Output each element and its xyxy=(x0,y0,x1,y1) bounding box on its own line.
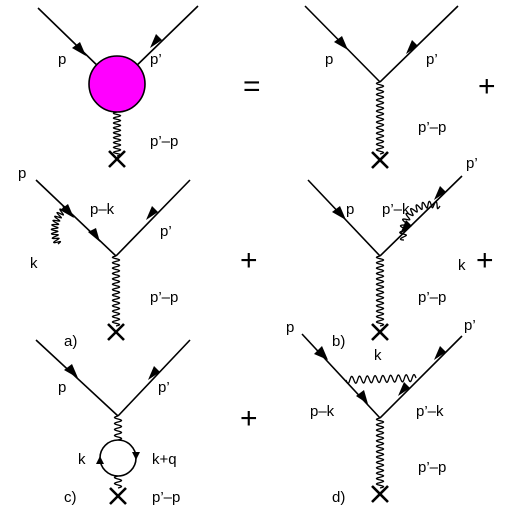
photon-line-lower xyxy=(113,475,123,489)
label-p-prime-minus-k: p’–k xyxy=(382,201,410,218)
label-p: p xyxy=(325,51,333,68)
outgoing-electron-line xyxy=(379,5,459,83)
label-p-prime-minus-k: p’–k xyxy=(416,403,444,420)
incoming-arrow-p xyxy=(314,346,328,360)
photon-line xyxy=(375,417,385,489)
incoming-electron-line xyxy=(301,333,381,419)
exchanged-photon xyxy=(345,373,417,385)
external-field-cross xyxy=(108,150,126,168)
label-p: p xyxy=(58,379,66,396)
equals-sign: = xyxy=(243,70,261,103)
label-p: p xyxy=(286,319,294,336)
outgoing-arrow xyxy=(148,366,160,380)
outgoing-electron-line xyxy=(117,339,191,417)
outgoing-electron-line xyxy=(129,5,199,73)
outgoing-electron-line xyxy=(379,175,463,257)
diagram-a: p p–k k p’ p’–p a) xyxy=(18,165,191,350)
label-p-prime: p’ xyxy=(160,223,172,240)
outgoing-electron-line xyxy=(115,179,191,257)
loop-arrow-right xyxy=(132,452,140,460)
photon-line-upper xyxy=(113,415,123,441)
panel-label-b: b) xyxy=(332,333,345,350)
incoming-arrow xyxy=(64,364,78,378)
plus-sign: + xyxy=(476,244,494,277)
fermion-loop xyxy=(99,439,137,477)
label-k: k xyxy=(374,347,382,364)
outgoing-arrow-p-prime xyxy=(434,186,446,200)
photon-line xyxy=(112,111,122,157)
full-vertex-diagram: p p’ p’–p xyxy=(37,5,199,168)
loop-arrow-left xyxy=(96,456,104,464)
tree-vertex-diagram: p p’ p’–p xyxy=(304,5,459,169)
photon-line xyxy=(375,255,385,327)
self-energy-photon xyxy=(399,200,441,241)
label-momentum-transfer: p’–p xyxy=(152,489,180,506)
external-field-cross xyxy=(109,487,127,505)
incoming-electron-line xyxy=(37,7,105,73)
outgoing-arrow-p-prime xyxy=(434,346,446,360)
label-momentum-transfer: p’–p xyxy=(150,133,178,150)
label-p-prime: p’ xyxy=(426,51,438,68)
incoming-arrow-p xyxy=(60,204,74,218)
label-k: k xyxy=(78,451,86,468)
label-p: p xyxy=(58,51,66,68)
external-field-cross xyxy=(371,323,389,341)
inner-arrow-p-minus-k xyxy=(88,228,100,242)
vertex-blob xyxy=(88,55,146,113)
label-p-minus-k: p–k xyxy=(90,201,115,218)
self-energy-photon xyxy=(50,205,67,245)
outgoing-arrow xyxy=(150,34,162,48)
label-p-prime: p’ xyxy=(466,155,478,172)
external-field-cross xyxy=(371,485,389,503)
label-k-plus-q: k+q xyxy=(152,451,177,468)
label-k: k xyxy=(458,257,466,274)
label-momentum-transfer: p’–p xyxy=(418,289,446,306)
incoming-arrow xyxy=(332,206,346,220)
label-p: p xyxy=(18,165,26,182)
plus-sign: + xyxy=(478,70,496,103)
outgoing-electron-line xyxy=(379,335,463,419)
incoming-electron-line xyxy=(35,179,117,257)
outgoing-arrow xyxy=(146,206,158,220)
photon-line xyxy=(111,255,121,327)
panel-label-d: d) xyxy=(332,489,345,506)
label-p-minus-k: p–k xyxy=(310,403,335,420)
photon-line xyxy=(375,81,385,155)
label-k: k xyxy=(30,255,38,272)
label-p-prime: p’ xyxy=(464,317,476,334)
external-field-cross xyxy=(107,323,125,341)
plus-sign: + xyxy=(240,402,258,435)
outgoing-arrow xyxy=(406,40,418,54)
inner-arrow-p-minus-k xyxy=(356,390,368,404)
plus-sign: + xyxy=(240,244,258,277)
incoming-arrow xyxy=(334,36,348,50)
diagram-d: p k p’ p–k p’–k p’–p d) xyxy=(286,317,476,506)
panel-label-c: c) xyxy=(64,489,77,506)
label-p-prime: p’ xyxy=(158,379,170,396)
incoming-arrow xyxy=(72,42,86,56)
diagram-b: p p’–k p’ k p’–p b) xyxy=(307,155,478,350)
label-momentum-transfer: p’–p xyxy=(418,119,446,136)
label-p: p xyxy=(346,201,354,218)
label-momentum-transfer: p’–p xyxy=(418,459,446,476)
panel-label-a: a) xyxy=(64,333,77,350)
inner-arrow-p-prime-minus-k xyxy=(398,382,410,396)
diagram-c: p p’ k k+q p’–p c) xyxy=(35,339,191,506)
label-p-prime: p’ xyxy=(150,51,162,68)
label-momentum-transfer: p’–p xyxy=(150,289,178,306)
incoming-electron-line xyxy=(35,339,119,417)
external-field-cross xyxy=(371,151,389,169)
